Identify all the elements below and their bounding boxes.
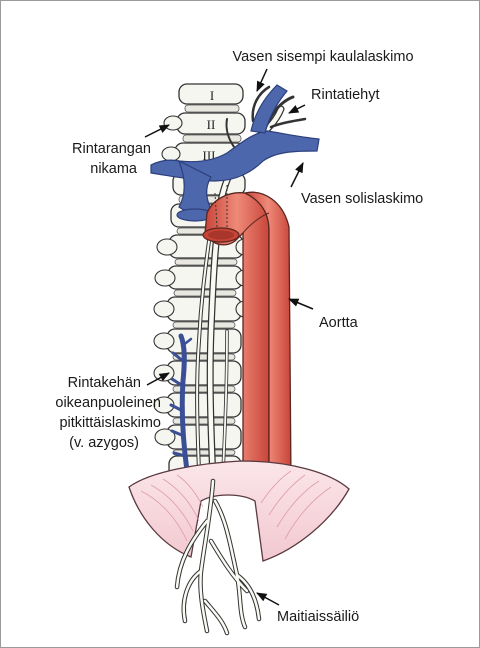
- label-thoracic-duct: Rintatiehyt: [311, 87, 380, 103]
- label-subclavian-vein: Vasen solislaskimo: [301, 191, 423, 207]
- label-vertebra-line1: Rintarangan: [72, 141, 151, 157]
- vertebra-number-1: I: [210, 88, 214, 103]
- label-vertebra-line2: nikama: [90, 161, 138, 177]
- label-azygos-line1: Rintakehän: [68, 375, 141, 391]
- label-azygos-line2: oikeanpuoleinen: [55, 395, 161, 411]
- subclavian-vein: [150, 84, 320, 222]
- cisterna-chyli: [174, 478, 262, 636]
- label-cisterna-chyli: Maitiaissäiliö: [277, 609, 359, 625]
- label-azygos-line3: pitkittäislaskimo: [59, 415, 161, 431]
- label-left-jugular-vein: Vasen sisempi kaulalaskimo: [232, 49, 413, 65]
- label-azygos-line4: (v. azygos): [69, 435, 139, 451]
- label-aorta: Aortta: [319, 315, 359, 331]
- azygos-vein: [169, 333, 193, 474]
- label-arrows: [144, 68, 314, 606]
- diaphragm: [128, 460, 350, 562]
- vertebra-number-2: II: [207, 117, 216, 132]
